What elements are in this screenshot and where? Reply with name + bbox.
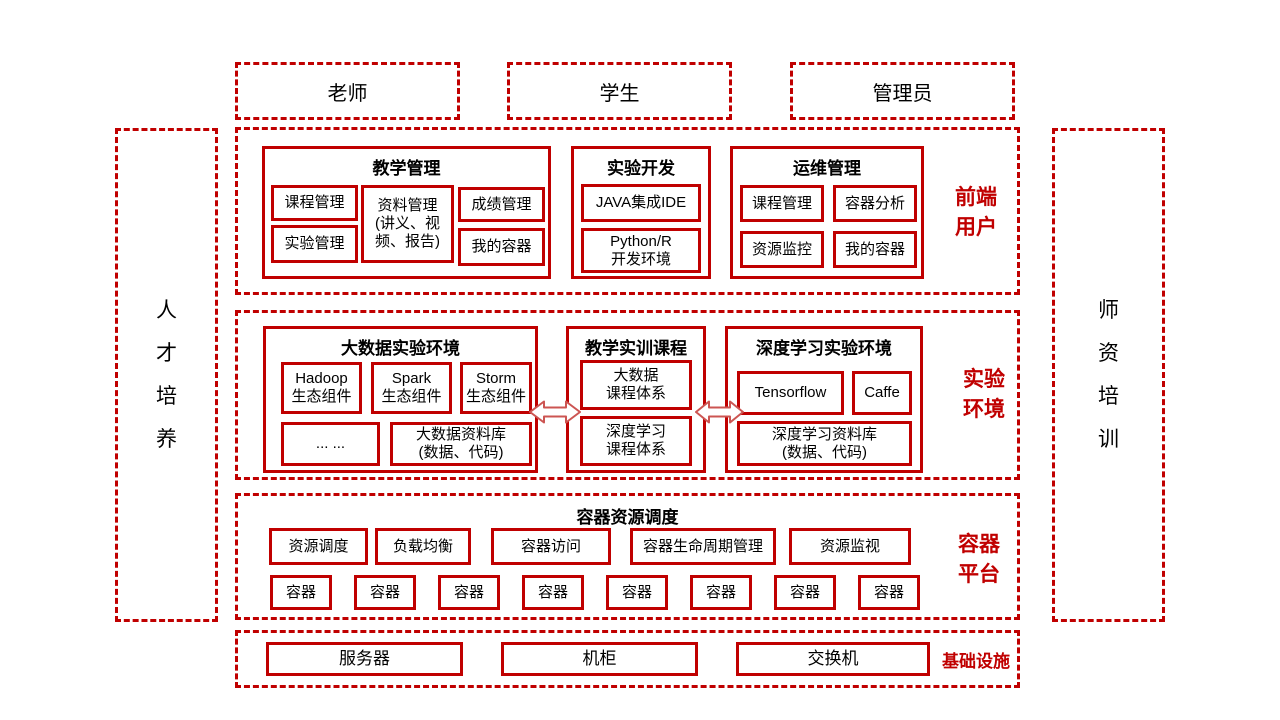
box-deeplearning-course-system: 深度学习 课程体系 bbox=[580, 416, 692, 466]
box-container-6: 容器 bbox=[690, 575, 752, 610]
box-my-container-ops: 我的容器 bbox=[833, 231, 917, 268]
group-experiment-development-title: 实验开发 bbox=[607, 159, 675, 178]
group-operations-management-title: 运维管理 bbox=[793, 159, 861, 178]
box-server: 服务器 bbox=[266, 642, 463, 676]
group-operations-management: 运维管理 课程管理 容器分析 资源监控 我的容器 bbox=[730, 146, 924, 279]
box-java-ide: JAVA集成IDE bbox=[581, 184, 701, 222]
double-arrow-icon bbox=[529, 400, 581, 424]
section-container-platform: 容器资源调度 资源调度 负载均衡 容器访问 容器生命周期管理 资源监视 容器 容… bbox=[235, 493, 1020, 620]
group-teaching-management: 教学管理 课程管理 实验管理 资料管理 (讲义、视 频、报告) 成绩管理 我的容… bbox=[262, 146, 551, 279]
group-training-courses-title: 教学实训课程 bbox=[585, 339, 687, 358]
box-container-lifecycle: 容器生命周期管理 bbox=[630, 528, 776, 565]
group-bigdata-lab-title: 大数据实验环境 bbox=[341, 339, 460, 358]
group-teaching-management-title: 教学管理 bbox=[372, 159, 441, 178]
actor-student-label: 学生 bbox=[599, 82, 640, 105]
box-caffe: Caffe bbox=[852, 371, 912, 415]
group-deeplearning-lab-title: 深度学习实验环境 bbox=[756, 339, 892, 358]
infrastructure-side-label: 基础设施 bbox=[942, 651, 1010, 671]
section-experiment-environment: 大数据实验环境 Hadoop 生态组件 Spark 生态组件 Storm 生态组… bbox=[235, 310, 1020, 480]
experiment-environment-side-label: 实验 环境 bbox=[963, 368, 1005, 422]
box-hadoop-components: Hadoop 生态组件 bbox=[281, 362, 362, 414]
group-deeplearning-lab: 深度学习实验环境 Tensorflow Caffe 深度学习资料库 (数据、代码… bbox=[725, 326, 923, 473]
box-container-3: 容器 bbox=[438, 575, 500, 610]
box-resource-scheduling: 资源调度 bbox=[269, 528, 368, 565]
box-bigdata-course-system: 大数据 课程体系 bbox=[580, 360, 692, 410]
box-bigdata-library: 大数据资料库 (数据、代码) bbox=[390, 422, 532, 466]
banner-teacher-training-label: 师 资 培 训 bbox=[1098, 298, 1119, 452]
box-my-container-teaching: 我的容器 bbox=[458, 228, 545, 266]
container-scheduler-title: 容器资源调度 bbox=[576, 508, 679, 527]
section-frontend-users: 教学管理 课程管理 实验管理 资料管理 (讲义、视 频、报告) 成绩管理 我的容… bbox=[235, 127, 1020, 295]
box-python-r-env: Python/R 开发环境 bbox=[581, 228, 701, 273]
section-infrastructure: 服务器 机柜 交换机 基础设施 bbox=[235, 630, 1020, 688]
box-deeplearning-library: 深度学习资料库 (数据、代码) bbox=[737, 421, 912, 466]
banner-teacher-training: 师 资 培 训 bbox=[1052, 128, 1165, 622]
actor-teacher-box: 老师 bbox=[235, 62, 460, 120]
actor-teacher-label: 老师 bbox=[327, 82, 368, 105]
box-resource-monitor: 资源监控 bbox=[740, 231, 824, 268]
group-experiment-development: 实验开发 JAVA集成IDE Python/R 开发环境 bbox=[571, 146, 711, 279]
box-tensorflow: Tensorflow bbox=[737, 371, 844, 415]
box-experiment-management: 实验管理 bbox=[271, 225, 358, 263]
box-load-balancing: 负载均衡 bbox=[375, 528, 471, 565]
box-container-access: 容器访问 bbox=[491, 528, 611, 565]
box-container-7: 容器 bbox=[774, 575, 836, 610]
group-training-courses: 教学实训课程 大数据 课程体系 深度学习 课程体系 bbox=[566, 326, 706, 473]
box-container-1: 容器 bbox=[270, 575, 332, 610]
actor-student-box: 学生 bbox=[507, 62, 732, 120]
container-platform-side-label: 容器 平台 bbox=[958, 533, 1000, 587]
banner-talent-cultivation-label: 人 才 培 养 bbox=[156, 298, 177, 452]
double-arrow-icon bbox=[695, 400, 744, 424]
box-more-components: ... ... bbox=[281, 422, 380, 466]
box-switch: 交换机 bbox=[736, 642, 930, 676]
box-resource-watch: 资源监视 bbox=[789, 528, 911, 565]
actor-admin-label: 管理员 bbox=[872, 82, 933, 105]
box-material-management: 资料管理 (讲义、视 频、报告) bbox=[361, 185, 454, 263]
frontend-users-side-label: 前端 用户 bbox=[955, 186, 997, 240]
banner-talent-cultivation: 人 才 培 养 bbox=[115, 128, 218, 622]
box-container-5: 容器 bbox=[606, 575, 668, 610]
actor-admin-box: 管理员 bbox=[790, 62, 1015, 120]
box-storm-components: Storm 生态组件 bbox=[460, 362, 532, 414]
box-course-management-ops: 课程管理 bbox=[740, 185, 824, 222]
box-course-management: 课程管理 bbox=[271, 185, 358, 221]
box-spark-components: Spark 生态组件 bbox=[371, 362, 452, 414]
box-rack: 机柜 bbox=[501, 642, 698, 676]
box-container-analysis: 容器分析 bbox=[833, 185, 917, 222]
group-bigdata-lab: 大数据实验环境 Hadoop 生态组件 Spark 生态组件 Storm 生态组… bbox=[263, 326, 538, 473]
box-grade-management: 成绩管理 bbox=[458, 187, 545, 222]
box-container-2: 容器 bbox=[354, 575, 416, 610]
box-container-4: 容器 bbox=[522, 575, 584, 610]
box-container-8: 容器 bbox=[858, 575, 920, 610]
